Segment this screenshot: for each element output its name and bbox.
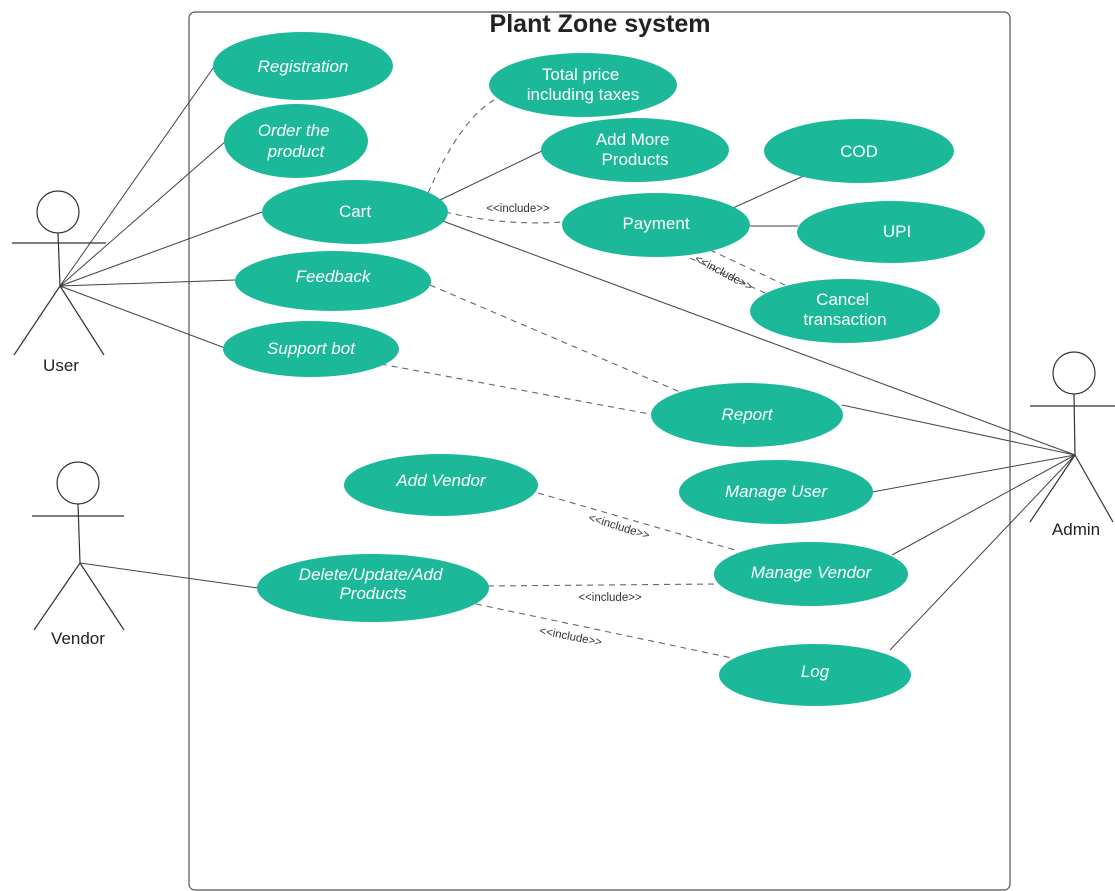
use-case-shape: [213, 32, 393, 100]
assoc-vendor-delete-update-add: [79, 562, 259, 589]
use-case-shape: [224, 104, 368, 178]
actor-label: Vendor: [51, 629, 105, 648]
actor-right-leg: [59, 285, 105, 356]
use-case-shape: [541, 118, 729, 182]
use-case-shape: [489, 53, 677, 117]
actor-right-leg: [1074, 454, 1114, 523]
use-case-total-price[interactable]: Total price including taxes: [489, 53, 677, 117]
use-case-order-the-product[interactable]: Order the product: [224, 104, 368, 178]
actor-admin[interactable]: Admin: [1029, 351, 1115, 539]
actor-label: User: [43, 356, 79, 375]
use-case-cancel-transaction[interactable]: Cancel transaction: [750, 279, 940, 343]
dep-cart-total-price: [427, 99, 495, 194]
use-case-shape: [235, 251, 431, 311]
use-case-upi[interactable]: UPI: [797, 201, 985, 263]
actor-right-leg: [79, 562, 125, 631]
use-case-label: COD: [840, 142, 878, 161]
use-case-shape: [262, 180, 448, 244]
use-case-label: Add More Products: [596, 130, 674, 169]
actor-body: [57, 232, 61, 287]
use-case-shape: [257, 554, 489, 622]
use-case-label: UPI: [883, 222, 911, 241]
actor-vendor[interactable]: Vendor: [32, 461, 125, 648]
actor-left-leg: [1029, 454, 1076, 523]
assoc-user-support-bot: [59, 285, 226, 349]
use-case-manage-vendor[interactable]: Manage Vendor: [714, 542, 908, 606]
actor-user[interactable]: User: [12, 190, 106, 375]
dep-payment-cancel-b: [709, 249, 786, 286]
use-case-registration[interactable]: Registration: [213, 32, 393, 100]
use-case-shape: [679, 460, 873, 524]
use-case-payment[interactable]: Payment: [562, 193, 750, 257]
assoc-admin-manage-vendor: [891, 454, 1076, 556]
assoc-admin-cart: [439, 219, 1076, 456]
assoc-cart-add-more: [439, 149, 545, 201]
use-case-shape: [344, 454, 538, 516]
use-case-label: Add Vendor: [395, 471, 486, 490]
actor-left-leg: [33, 562, 81, 631]
assoc-user-feedback: [59, 279, 236, 287]
actor-label: Admin: [1052, 520, 1100, 539]
use-case-label: Manage User: [725, 482, 828, 501]
use-case-shape: [797, 201, 985, 263]
use-case-cart[interactable]: Cart: [262, 180, 448, 244]
use-case-label: Support bot: [267, 339, 356, 358]
assoc-user-order: [59, 140, 227, 287]
associations: [59, 63, 1076, 651]
use-case-label: Registration: [258, 57, 349, 76]
use-case-add-vendor[interactable]: Add Vendor: [344, 454, 538, 516]
use-case-label: Delete/Update/Add Products: [299, 565, 447, 603]
use-case-label: Manage Vendor: [751, 563, 873, 582]
use-case-shape: [719, 644, 911, 706]
include-label-cart-payment: <<include>>: [486, 203, 550, 215]
assoc-user-cart: [59, 211, 263, 287]
assoc-admin-log: [889, 454, 1076, 651]
include-label-manage-vendor: <<include>>: [578, 592, 642, 604]
use-case-label: Cancel transaction: [803, 290, 886, 329]
use-case-label: Feedback: [296, 267, 372, 286]
use-case-cod[interactable]: COD: [764, 119, 954, 183]
dep-support-bot-report: [369, 361, 656, 416]
actor-head: [36, 190, 80, 234]
use-case-shape: [651, 383, 843, 447]
dep-feedback-report: [429, 284, 681, 393]
use-case-manage-user[interactable]: Manage User: [679, 460, 873, 524]
system-title: Plant Zone system: [490, 10, 711, 38]
use-case-label: Report: [721, 405, 773, 424]
use-case-label: Log: [801, 662, 830, 681]
use-case-label: Total price including taxes: [527, 65, 639, 104]
use-case-shape: [714, 542, 908, 606]
use-case-add-more-products[interactable]: Add More Products: [541, 118, 729, 182]
use-case-shape: [223, 321, 399, 377]
assoc-admin-report: [841, 404, 1076, 456]
actor-head: [1052, 351, 1096, 395]
use-case-log[interactable]: Log: [719, 644, 911, 706]
use-case-shape: [750, 279, 940, 343]
actor-body: [77, 503, 81, 564]
use-case-delete-update-add-products[interactable]: Delete/Update/Add Products: [257, 554, 489, 622]
actor-head: [56, 461, 100, 505]
use-cases: Registration Order the product Total pri…: [213, 32, 985, 706]
assoc-admin-manage-user: [871, 454, 1076, 493]
use-case-report[interactable]: Report: [651, 383, 843, 447]
dep-cart-payment: [444, 211, 564, 224]
use-case-label: Payment: [622, 214, 689, 233]
use-case-support-bot[interactable]: Support bot: [223, 321, 399, 377]
dep-delete-update-add-manage-vendor: [487, 583, 719, 587]
actor-left-leg: [13, 285, 61, 356]
assoc-user-registration: [59, 63, 217, 287]
use-case-shape: [764, 119, 954, 183]
actor-body: [1073, 393, 1076, 456]
use-case-label: Cart: [339, 202, 371, 221]
use-case-label: Order the product: [258, 121, 335, 161]
assoc-payment-cod: [732, 173, 809, 209]
dependencies: [369, 99, 786, 659]
use-case-feedback[interactable]: Feedback: [235, 251, 431, 311]
use-case-shape: [562, 193, 750, 257]
dep-add-vendor-manage-vendor: [537, 492, 736, 551]
dep-payment-cancel-a: [689, 257, 781, 301]
